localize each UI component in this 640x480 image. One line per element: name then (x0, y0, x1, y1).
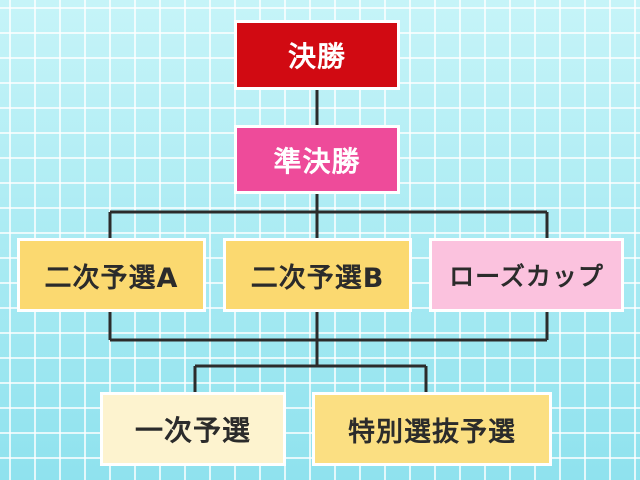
node-second-a-label: 二次予選A (44, 262, 179, 294)
node-second-a: 二次予選A (17, 238, 206, 312)
node-second-b: 二次予選B (223, 238, 412, 312)
node-rose-cup: ローズカップ (429, 238, 624, 312)
node-final: 決勝 (234, 20, 400, 90)
node-first: 一次予選 (100, 392, 286, 466)
node-semifinal-label: 準決勝 (273, 144, 361, 178)
node-rose-cup-label: ローズカップ (449, 262, 604, 291)
node-second-b-label: 二次予選B (250, 262, 385, 294)
node-special-label: 特別選抜予選 (348, 416, 516, 448)
node-semifinal: 準決勝 (234, 125, 400, 194)
node-first-label: 一次予選 (134, 414, 251, 447)
node-special: 特別選抜予選 (312, 392, 552, 466)
node-final-label: 決勝 (287, 40, 346, 73)
